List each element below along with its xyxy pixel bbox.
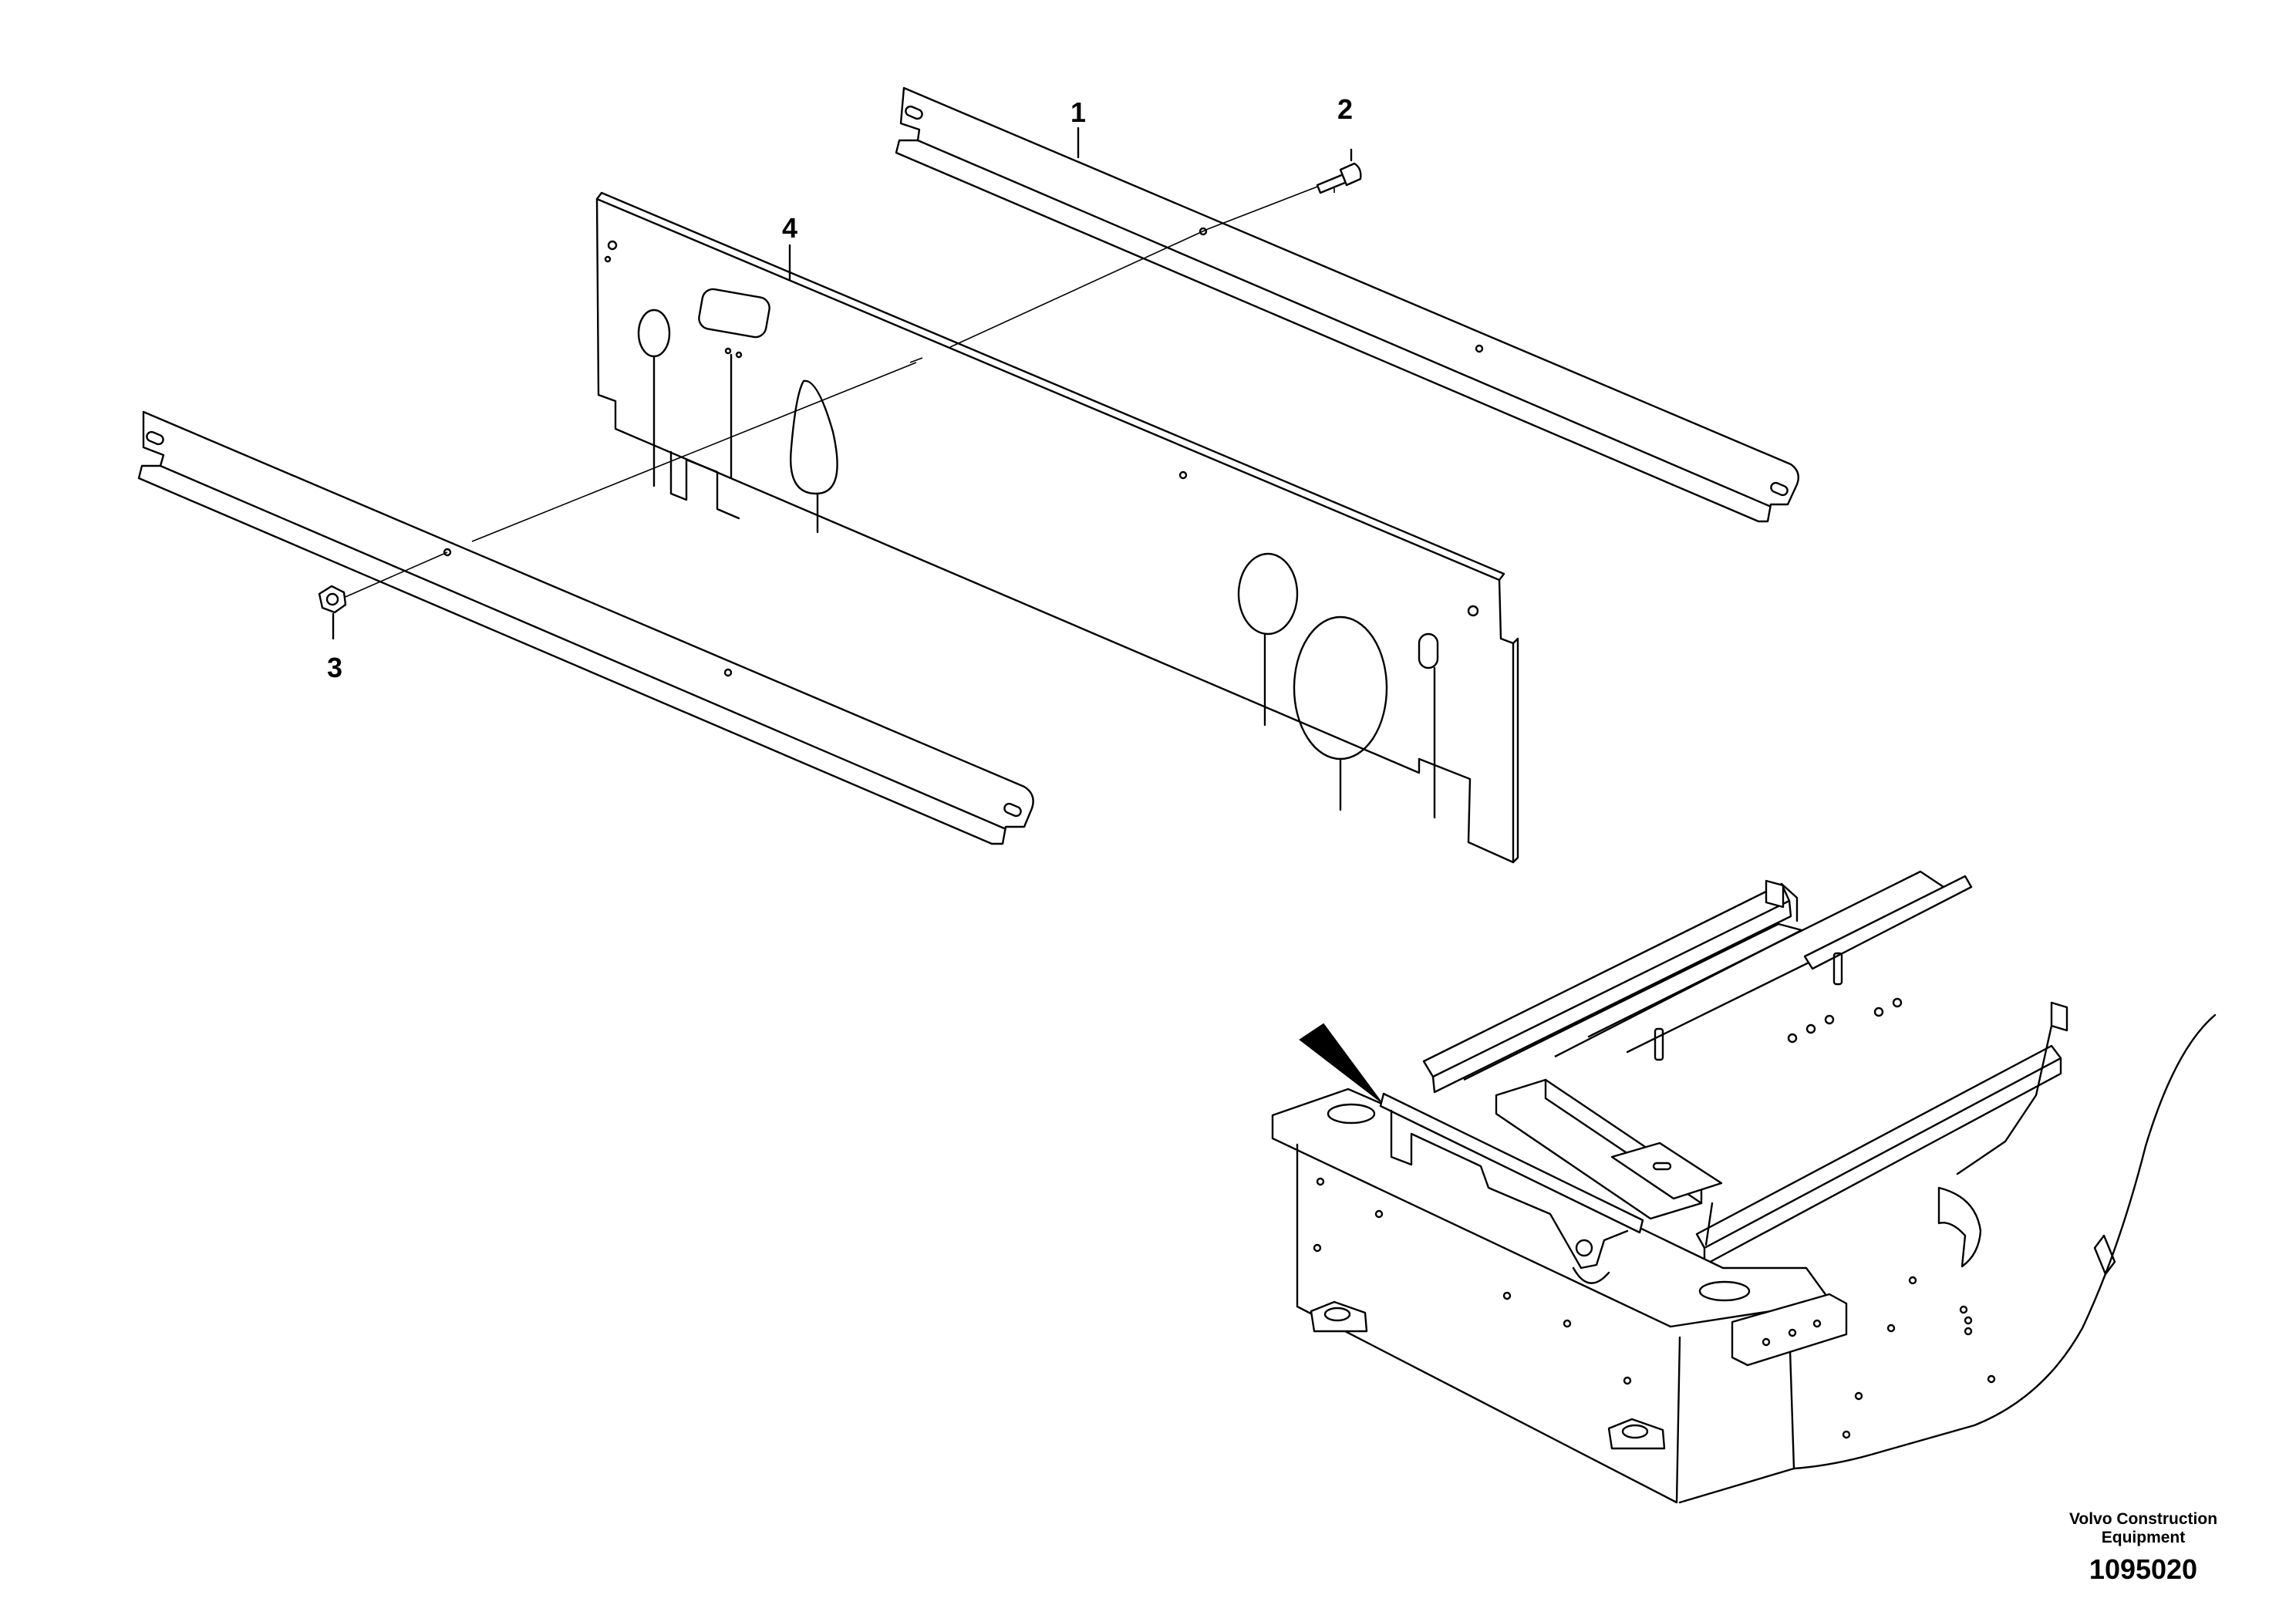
part-1-bracket-upper: [895, 86, 1799, 523]
brand-block: Volvo Construction Equipment 1095020: [2028, 1510, 2259, 1586]
svg-text:3: 3: [327, 652, 342, 683]
svg-text:2: 2: [1337, 93, 1353, 125]
assembly-lines: [334, 178, 1338, 602]
callout-1: 1: [1070, 96, 1086, 159]
document-number: 1095020: [2089, 1553, 2198, 1585]
part-1-bracket-lower: [137, 410, 1034, 845]
location-inset-frame: [1271, 870, 2217, 1504]
location-arrow-icon: [1299, 1023, 1381, 1102]
svg-text:1: 1: [1070, 96, 1086, 128]
callout-3: 3: [327, 652, 342, 683]
brand-name-line1: Volvo Construction: [2068, 1510, 2218, 1528]
callout-4: 4: [782, 212, 797, 281]
brand-name-line2: Equipment: [2101, 1529, 2186, 1546]
svg-text:4: 4: [782, 212, 797, 244]
part-4-cover-plate: [595, 191, 1519, 864]
part-3-nut: [318, 585, 347, 640]
part-2-bolt: [1316, 148, 1362, 194]
callout-2: 2: [1337, 93, 1353, 125]
